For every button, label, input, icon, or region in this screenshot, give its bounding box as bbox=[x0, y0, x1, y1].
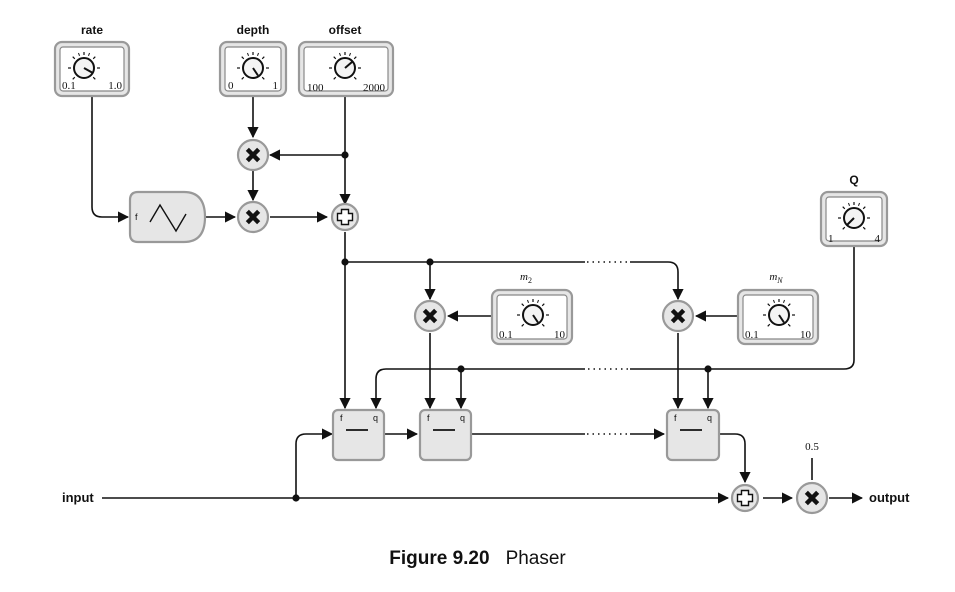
lfo-block: f bbox=[128, 190, 207, 244]
filter-q-port: q bbox=[373, 413, 378, 423]
add-node-offset bbox=[330, 202, 360, 232]
rate-knob[interactable]: rate 0.1 1.0 bbox=[53, 23, 131, 98]
q-knob-max: 4 bbox=[875, 233, 881, 245]
filter-q-port: q bbox=[460, 413, 465, 423]
multiply-icon bbox=[422, 308, 438, 324]
m2-knob-title: m2 bbox=[520, 271, 532, 285]
offset-knob-min: 100 bbox=[307, 82, 324, 94]
depth-knob[interactable]: depth 0 1 bbox=[218, 23, 288, 98]
triangle-wave-icon bbox=[149, 203, 187, 233]
mN-knob-min: 0.1 bbox=[745, 329, 759, 341]
q-dial-icon bbox=[837, 201, 871, 230]
m2-knob-max: 10 bbox=[554, 329, 566, 341]
depth-knob-title: depth bbox=[237, 23, 270, 37]
rate-knob-max: 1.0 bbox=[108, 80, 122, 92]
multiply-node-depth bbox=[236, 138, 270, 172]
rate-dial-icon bbox=[67, 51, 101, 80]
offset-knob-max: 2000 bbox=[363, 82, 386, 94]
multiply-icon bbox=[245, 147, 261, 163]
figure-number: Figure 9.20 bbox=[389, 548, 490, 569]
m2-knob[interactable]: m2 0.1 10 bbox=[490, 271, 574, 346]
mN-dial-icon bbox=[762, 298, 796, 327]
output-label: output bbox=[869, 490, 910, 505]
q-knob-title: Q bbox=[849, 173, 858, 187]
lfo-freq-port: f bbox=[135, 212, 138, 222]
junction-dots bbox=[292, 151, 712, 502]
add-icon bbox=[336, 208, 354, 226]
multiply-node-mN bbox=[661, 299, 695, 333]
multiply-node-lfo bbox=[236, 200, 270, 234]
figure-title: Phaser bbox=[505, 548, 566, 569]
depth-knob-min: 0 bbox=[228, 80, 234, 92]
q-knob-min: 1 bbox=[828, 233, 834, 245]
rate-knob-min: 0.1 bbox=[62, 80, 76, 92]
gain-value-label: 0.5 bbox=[805, 441, 819, 453]
filter-freq-port: f bbox=[674, 413, 677, 423]
m2-dial-icon bbox=[516, 298, 550, 327]
wires bbox=[91, 96, 864, 504]
filter-freq-port: f bbox=[340, 413, 343, 423]
phaser-diagram: rate 0.1 1.0 depth 0 1 offset bbox=[53, 23, 910, 515]
filter-block-2: f q bbox=[418, 408, 473, 462]
filter-q-port: q bbox=[707, 413, 712, 423]
mN-knob[interactable]: mN 0.1 10 bbox=[736, 271, 820, 346]
offset-dial-icon bbox=[328, 51, 362, 80]
depth-knob-max: 1 bbox=[273, 80, 279, 92]
filter-block-N: f q bbox=[665, 408, 721, 462]
add-node-mix bbox=[730, 483, 760, 513]
q-knob[interactable]: Q 1 4 bbox=[819, 173, 889, 248]
rate-knob-title: rate bbox=[81, 23, 103, 37]
figure-caption: Figure 9.20 Phaser bbox=[0, 548, 955, 570]
multiply-icon bbox=[670, 308, 686, 324]
multiply-node-m2 bbox=[413, 299, 447, 333]
offset-knob[interactable]: offset 100 2000 bbox=[297, 23, 395, 98]
m2-knob-min: 0.1 bbox=[499, 329, 513, 341]
add-icon bbox=[736, 489, 754, 507]
multiply-node-gain bbox=[795, 481, 829, 515]
input-label: input bbox=[62, 490, 94, 505]
depth-dial-icon bbox=[236, 51, 270, 80]
mN-knob-max: 10 bbox=[800, 329, 812, 341]
filter-block-1: f q bbox=[331, 408, 386, 462]
mN-knob-title: mN bbox=[769, 271, 783, 285]
filter-freq-port: f bbox=[427, 413, 430, 423]
multiply-icon bbox=[804, 490, 820, 506]
multiply-icon bbox=[245, 209, 261, 225]
offset-knob-title: offset bbox=[329, 23, 362, 37]
